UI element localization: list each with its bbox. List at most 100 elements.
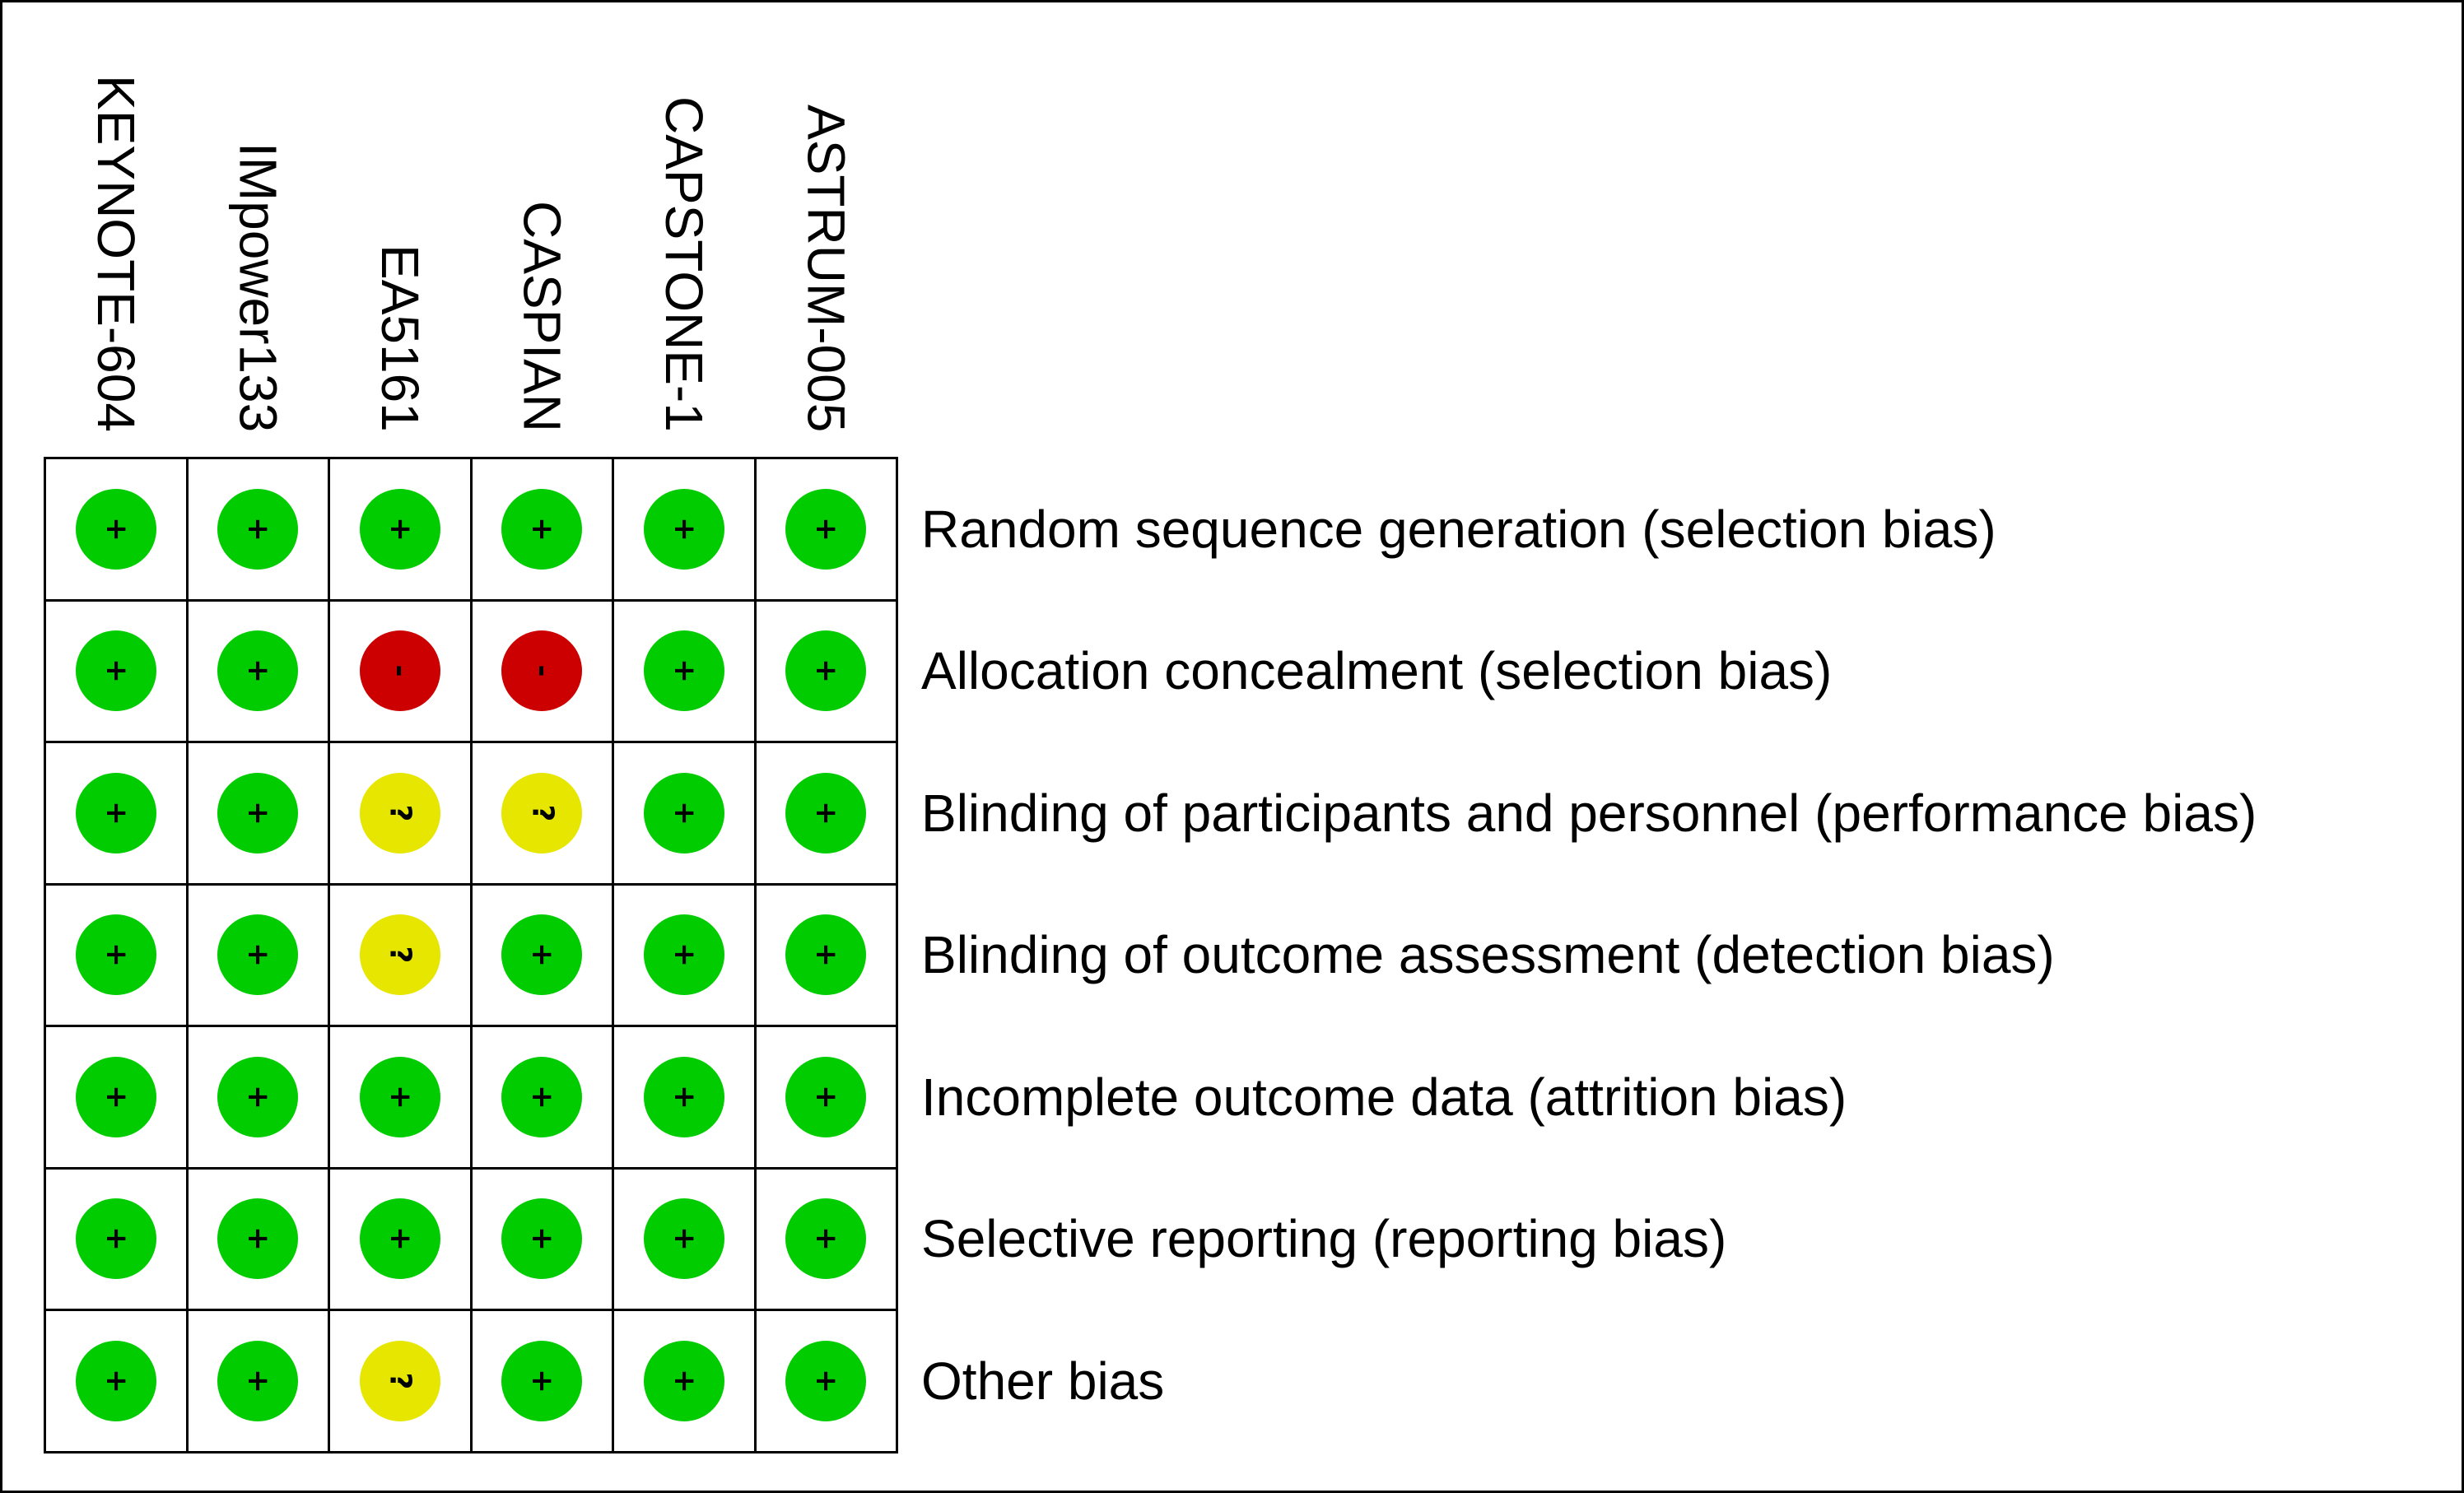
- judgement-cell: ?: [469, 741, 614, 886]
- judgement-dot: +: [643, 1056, 724, 1137]
- judgement-symbol: +: [383, 516, 417, 542]
- judgement-cell: +: [612, 882, 757, 1027]
- judgement-symbol: +: [99, 1368, 133, 1393]
- judgement-dot: +: [501, 1198, 583, 1280]
- judgement-symbol: +: [383, 1226, 417, 1252]
- judgement-dot: +: [217, 1340, 299, 1421]
- judgement-dot: +: [75, 488, 156, 570]
- study-label: CAPSTONE-1: [654, 96, 714, 432]
- judgement-symbol: +: [667, 1226, 701, 1252]
- judgement-dot: +: [785, 1198, 867, 1280]
- judgement-dot: +: [501, 1340, 583, 1421]
- judgement-symbol: +: [667, 1368, 701, 1393]
- judgement-dot: +: [75, 914, 156, 996]
- judgement-symbol: +: [383, 1084, 417, 1109]
- judgement-cell: +: [328, 457, 473, 602]
- judgement-cell: +: [469, 457, 614, 602]
- study-label: ASTRUM-005: [796, 105, 856, 433]
- judgement-cell: +: [612, 1025, 757, 1170]
- judgement-cell: -: [469, 598, 614, 743]
- judgement-cell: +: [185, 598, 330, 743]
- judgement-dot: +: [643, 772, 724, 853]
- judgement-dot: +: [501, 914, 583, 996]
- judgement-cell: +: [469, 1309, 614, 1453]
- judgement-dot: +: [75, 1198, 156, 1280]
- judgement-cell: +: [753, 1166, 898, 1311]
- judgement-dot: ?: [501, 772, 583, 853]
- judgement-symbol: -: [383, 664, 417, 677]
- study-label: IMpower133: [228, 142, 288, 433]
- judgement-cell: +: [185, 1166, 330, 1311]
- judgement-dot: +: [785, 488, 867, 570]
- judgement-symbol: +: [809, 1368, 844, 1393]
- judgement-cell: +: [328, 1025, 473, 1170]
- judgement-cell: +: [44, 598, 189, 743]
- judgement-cell: +: [328, 1166, 473, 1311]
- judgement-cell: +: [612, 1309, 757, 1453]
- judgement-dot: +: [75, 1340, 156, 1421]
- judgement-dot: ?: [359, 914, 440, 996]
- judgement-symbol: +: [99, 1084, 133, 1109]
- judgement-dot: +: [643, 488, 724, 570]
- judgement-symbol: +: [241, 1368, 276, 1393]
- judgement-cell: +: [185, 741, 330, 886]
- judgement-symbol: +: [525, 1226, 560, 1252]
- domain-label: Allocation concealment (selection bias): [921, 641, 1833, 701]
- domain-label: Blinding of participants and personnel (…: [921, 783, 2257, 843]
- judgement-cell: +: [753, 457, 898, 602]
- judgement-dot: +: [217, 630, 299, 712]
- domain-label: Other bias: [921, 1351, 1165, 1411]
- judgement-symbol: +: [667, 942, 701, 968]
- judgement-symbol: +: [525, 1368, 560, 1393]
- judgement-symbol: +: [525, 1084, 560, 1109]
- judgement-dot: +: [785, 1340, 867, 1421]
- judgement-cell: +: [753, 882, 898, 1027]
- judgement-cell: +: [469, 1025, 614, 1170]
- judgement-symbol: +: [667, 800, 701, 826]
- judgement-dot: +: [501, 1056, 583, 1137]
- judgement-cell: +: [44, 741, 189, 886]
- judgement-cell: +: [612, 741, 757, 886]
- judgement-cell: +: [612, 598, 757, 743]
- judgement-dot: ?: [359, 772, 440, 853]
- judgement-symbol: +: [241, 516, 276, 542]
- judgement-symbol: +: [667, 658, 701, 684]
- judgement-dot: +: [643, 630, 724, 712]
- judgement-symbol: +: [241, 800, 276, 826]
- judgement-dot: -: [501, 630, 583, 712]
- judgement-cell: ?: [328, 741, 473, 886]
- judgement-symbol: +: [809, 1226, 844, 1252]
- domain-label: Incomplete outcome data (attrition bias): [921, 1067, 1847, 1127]
- judgement-cell: +: [185, 882, 330, 1027]
- judgement-dot: +: [217, 1056, 299, 1137]
- judgement-symbol: ?: [383, 1372, 417, 1390]
- judgement-cell: +: [612, 1166, 757, 1311]
- judgement-dot: ?: [359, 1340, 440, 1421]
- judgement-dot: +: [75, 630, 156, 712]
- judgement-symbol: +: [809, 1084, 844, 1109]
- study-label: CASPIAN: [512, 201, 572, 432]
- judgement-symbol: +: [809, 942, 844, 968]
- judgement-dot: +: [785, 1056, 867, 1137]
- judgement-symbol: +: [809, 800, 844, 826]
- judgement-symbol: ?: [383, 804, 417, 822]
- judgement-cell: ?: [328, 882, 473, 1027]
- judgement-cell: +: [44, 1309, 189, 1453]
- judgement-grid: + + + + + + + + - - + + + +?? + + + +? + + + + + + + + + + + + + + + + +? +…: [44, 457, 898, 1453]
- judgement-dot: -: [359, 630, 440, 712]
- judgement-cell: +: [44, 882, 189, 1027]
- judgement-cell: -: [328, 598, 473, 743]
- judgement-cell: +: [44, 1025, 189, 1170]
- judgement-dot: +: [217, 488, 299, 570]
- judgement-dot: +: [75, 1056, 156, 1137]
- study-label: EA5161: [370, 244, 430, 432]
- judgement-dot: +: [785, 772, 867, 853]
- judgement-cell: +: [753, 598, 898, 743]
- judgement-symbol: ?: [525, 804, 560, 822]
- judgement-cell: +: [753, 1309, 898, 1453]
- judgement-dot: +: [217, 914, 299, 996]
- judgement-symbol: +: [667, 516, 701, 542]
- judgement-dot: +: [643, 914, 724, 996]
- judgement-dot: +: [217, 772, 299, 853]
- judgement-dot: +: [359, 1198, 440, 1280]
